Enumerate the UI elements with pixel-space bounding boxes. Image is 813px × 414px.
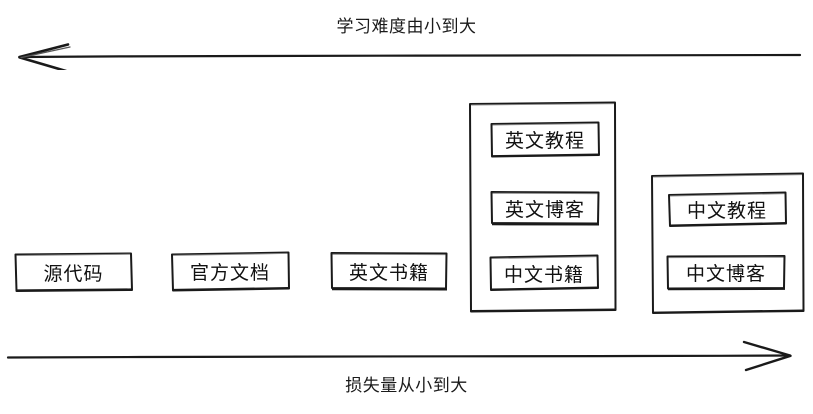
sketch-border	[330, 252, 448, 291]
sketch-border	[14, 252, 133, 292]
item-label-official-docs: 官方文档	[189, 262, 270, 284]
item-label-english-tutorial: 英文教程	[504, 130, 585, 152]
item-label-english-blog: 英文博客	[504, 198, 585, 221]
item-label-source-code: 源代码	[43, 262, 104, 285]
item-box-english-blog[interactable]: 英文博客	[490, 190, 600, 226]
sketch-border	[490, 191, 600, 226]
top-axis-label: 学习难度由小到大	[336, 17, 477, 37]
item-box-english-tutorial[interactable]: 英文教程	[490, 121, 600, 158]
item-label-chinese-books: 中文书籍	[503, 263, 584, 286]
sketch-border	[171, 251, 290, 292]
item-box-chinese-tutorial[interactable]: 中文教程	[667, 191, 787, 227]
item-box-source-code[interactable]: 源代码	[14, 252, 133, 292]
item-box-chinese-blog[interactable]: 中文博客	[666, 254, 786, 291]
item-label-chinese-blog: 中文博客	[685, 263, 766, 285]
sketch-border	[489, 254, 599, 291]
top-arrow-icon	[18, 43, 802, 70]
item-box-chinese-books[interactable]: 中文书籍	[489, 254, 599, 292]
item-box-english-books[interactable]: 英文书籍	[330, 251, 448, 291]
item-label-chinese-tutorial: 中文教程	[686, 199, 767, 222]
item-box-official-docs[interactable]: 官方文档	[170, 251, 290, 292]
sketch-border	[490, 121, 600, 158]
item-label-english-books: 英文书籍	[348, 261, 429, 284]
sketch-border	[668, 191, 787, 227]
bottom-arrow-icon	[6, 340, 792, 372]
sketch-border	[666, 255, 786, 291]
bottom-axis-label: 损失量从小到大	[345, 376, 468, 396]
